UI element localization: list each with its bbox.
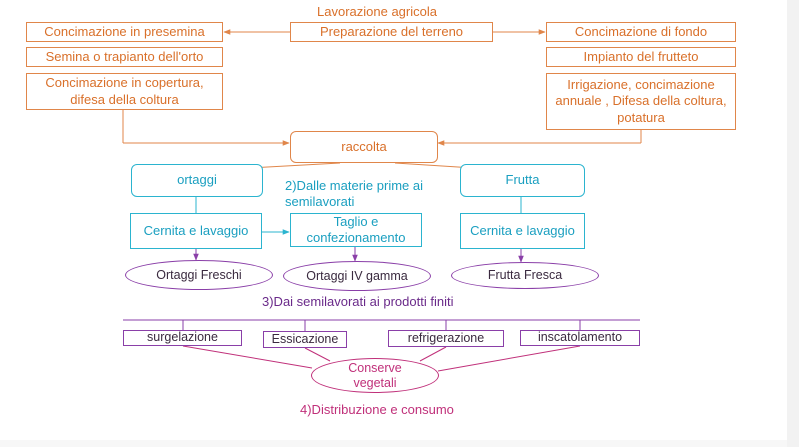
box-concimazione-copertura: Concimazione in copertura, difesa della … — [26, 73, 223, 110]
box-preparazione-terreno: Preparazione del terreno — [290, 22, 493, 42]
heading-section3: 3)Dai semilavorati ai prodotti finiti — [262, 294, 454, 309]
box-concimazione-fondo: Concimazione di fondo — [546, 22, 736, 42]
box-essicazione: Essicazione — [263, 331, 347, 348]
box-raccolta: raccolta — [290, 131, 438, 163]
line-inscatolamento-conserve — [437, 345, 581, 372]
heading-section4: 4)Distribuzione e consumo — [300, 402, 454, 417]
line-essicazione-conserve — [304, 347, 331, 362]
box-irrigazione: Irrigazione, concimazione annuale , Dife… — [546, 73, 736, 130]
box-semina: Semina o trapianto dell'orto — [26, 47, 223, 67]
heading-section2: 2)Dalle materie prime ai semilavorati — [285, 178, 423, 210]
box-cernita-frutta: Cernita e lavaggio — [460, 213, 585, 249]
box-refrigerazione: refrigerazione — [388, 330, 504, 347]
box-surgelazione: surgelazione — [123, 330, 242, 346]
ellipse-conserve-vegetali: Conserve vegetali — [311, 358, 439, 393]
ellipse-ortaggi-iv-gamma: Ortaggi IV gamma — [283, 261, 431, 291]
scrollbar-track[interactable] — [787, 0, 799, 447]
box-ortaggi: ortaggi — [131, 164, 263, 197]
title-lavorazione: Lavorazione agricola — [317, 4, 437, 19]
ellipse-ortaggi-freschi: Ortaggi Freschi — [125, 260, 273, 290]
ellipse-frutta-fresca: Frutta Fresca — [451, 262, 599, 289]
box-concimazione-presemina: Concimazione in presemina — [26, 22, 223, 42]
line-refrigerazione-conserve — [419, 346, 447, 362]
line-surgelazione-conserve — [182, 345, 313, 369]
box-inscatolamento: inscatolamento — [520, 330, 640, 346]
bottom-edge — [0, 440, 787, 447]
box-cernita-ortaggi: Cernita e lavaggio — [130, 213, 262, 249]
box-taglio-confezionamento: Taglio e confezionamento — [290, 213, 422, 247]
box-frutta: Frutta — [460, 164, 585, 197]
box-impianto-frutteto: Impianto del frutteto — [546, 47, 736, 67]
